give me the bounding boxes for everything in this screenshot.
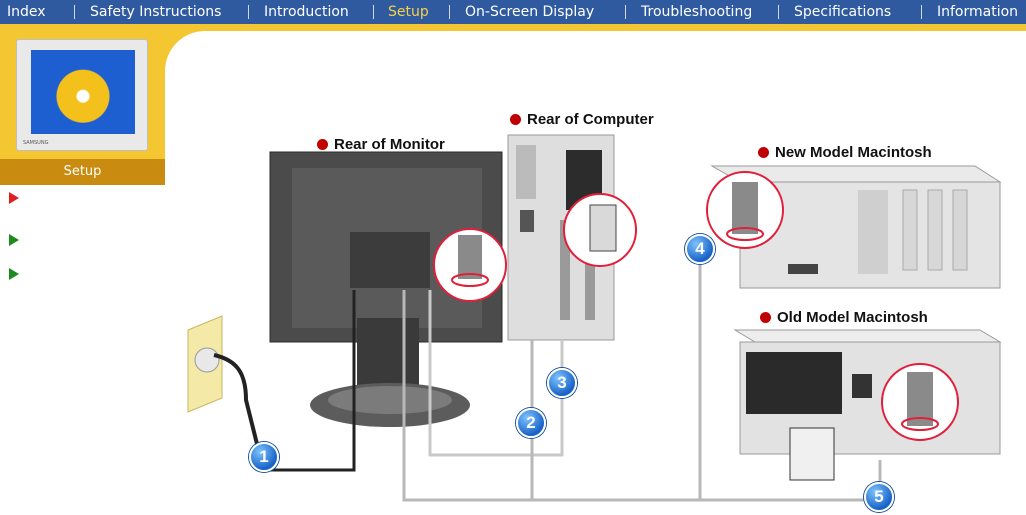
nav-separator	[625, 5, 626, 19]
nav-separator	[74, 5, 75, 19]
nav-separator	[921, 5, 922, 19]
caption-bullet-icon	[510, 114, 521, 125]
submenu-arrow-active-icon[interactable]	[9, 192, 19, 204]
connector-zoom-oldmac-icon	[881, 363, 959, 441]
step-badge-3: 3	[547, 368, 577, 398]
connector-zoom-newmac-icon	[706, 171, 784, 249]
nav-setup[interactable]: Setup	[388, 4, 429, 20]
nav-separator	[449, 5, 450, 19]
cable-lines	[260, 250, 882, 502]
top-navigation: Index Safety Instructions Introduction S…	[0, 0, 1026, 24]
nav-on-screen-display[interactable]: On-Screen Display	[465, 4, 595, 20]
step-badge-4: 4	[685, 234, 715, 264]
flower-wallpaper-image	[31, 50, 135, 134]
submenu-arrow-icon[interactable]	[9, 234, 19, 246]
old-mac-illustration	[733, 329, 1002, 481]
caption-new-model-mac: New Model Macintosh	[758, 144, 932, 161]
nav-separator	[248, 5, 249, 19]
nav-troubleshooting[interactable]: Troubleshooting	[641, 4, 753, 20]
step-badge-1: 1	[249, 442, 279, 472]
connector-zoom-power-icon	[433, 228, 507, 302]
nav-separator	[778, 5, 779, 19]
nav-separator	[373, 5, 374, 19]
nav-introduction[interactable]: Introduction	[264, 4, 349, 20]
nav-accent-strip	[0, 24, 1026, 31]
monitor-brand-logo: SAMSUNG	[23, 140, 49, 146]
step-badge-2: 2	[516, 408, 546, 438]
nav-safety-instructions[interactable]: Safety Instructions	[90, 4, 222, 20]
submenu-arrow-icon[interactable]	[9, 268, 19, 280]
connector-zoom-dsub-icon	[563, 193, 637, 267]
caption-bullet-icon	[758, 147, 769, 158]
wall-outlet-icon	[187, 315, 260, 449]
section-title: Setup	[0, 159, 165, 185]
caption-old-model-mac: Old Model Macintosh	[760, 309, 928, 326]
section-panel: SAMSUNG Setup	[0, 31, 165, 185]
step-badge-5: 5	[864, 482, 894, 512]
monitor-thumbnail: SAMSUNG	[16, 39, 148, 151]
caption-bullet-icon	[760, 312, 771, 323]
nav-specifications[interactable]: Specifications	[794, 4, 892, 20]
nav-index[interactable]: Index	[7, 4, 46, 20]
caption-bullet-icon	[317, 139, 328, 150]
caption-rear-of-computer: Rear of Computer	[510, 111, 654, 128]
nav-information[interactable]: Information	[937, 4, 1019, 20]
caption-rear-of-monitor: Rear of Monitor	[317, 136, 445, 153]
